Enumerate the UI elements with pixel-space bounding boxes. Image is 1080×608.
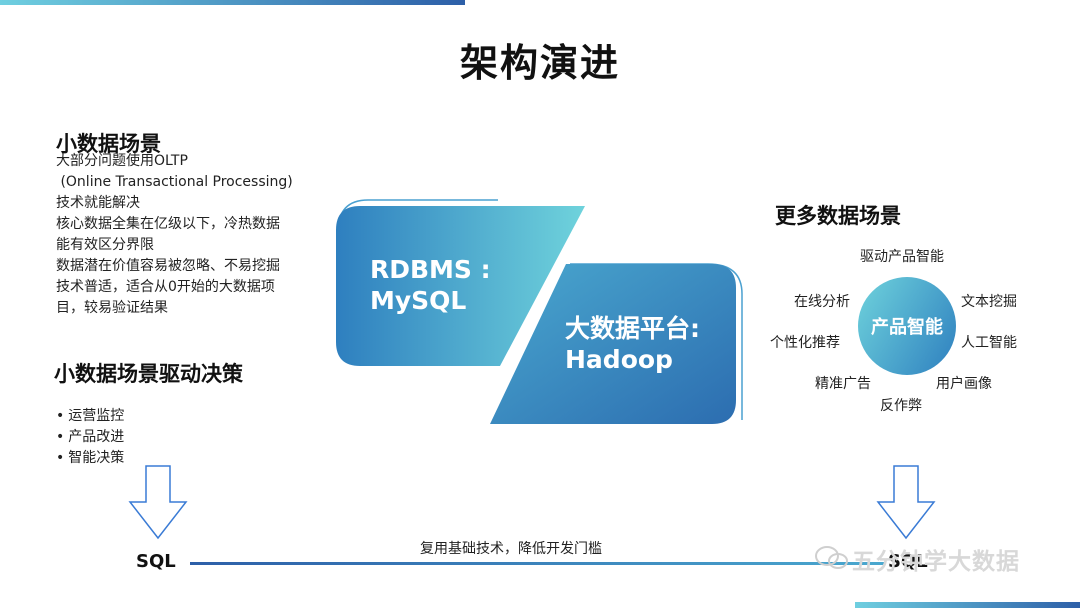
decision-bullet-list: 运营监控 产品改进 智能决策 [56,406,124,469]
keyword-personalized-recommendation: 个性化推荐 [770,335,840,351]
description-line: 核心数据全集在亿级以下，冷热数据 [56,216,280,232]
rdbms-label-line2: MySQL [370,286,467,315]
description-line: 大部分问题使用OLTP [56,153,188,169]
description-line: (Online Transactional Processing) [56,174,293,190]
hadoop-label: 大数据平台: Hadoop [565,313,700,375]
keyword-precise-ads: 精准广告 [815,376,871,392]
rdbms-label-line1: RDBMS : [370,255,491,284]
keyword-online-analysis: 在线分析 [794,294,850,310]
description-line: 目，较易验证结果 [56,300,168,316]
top-accent-bar [0,0,465,5]
hadoop-label-line2: Hadoop [565,345,673,374]
small-data-heading: 小数据场景 [56,132,161,156]
watermark-text: 五分钟学大数据 [852,549,1020,575]
right-down-arrow-icon [876,465,936,540]
sql-connector-line [190,562,885,565]
hadoop-shape [490,264,736,424]
description-line: 数据潜在价值容易被忽略、不易挖掘 [56,258,280,274]
left-down-arrow-icon [128,465,188,540]
rdbms-shape [336,206,585,366]
keyword-drive-product: 驱动产品智能 [860,249,944,265]
product-intelligence-label: 产品智能 [871,317,943,338]
more-scenarios-heading: 更多数据场景 [775,204,901,228]
sql-right-label: SQL [888,551,928,572]
keyword-user-profile: 用户画像 [936,376,992,392]
decision-heading: 小数据场景驱动决策 [54,362,243,386]
bottom-accent-bar [855,602,1080,608]
sql-left-label: SQL [136,551,176,572]
reuse-caption: 复用基础技术，降低开发门槛 [420,541,602,557]
bullet-item: 产品改进 [56,427,124,448]
keyword-ai: 人工智能 [961,335,1017,351]
keyword-text-mining: 文本挖掘 [961,294,1017,310]
description-line: 能有效区分界限 [56,237,154,253]
keyword-anti-fraud: 反作弊 [880,398,922,414]
description-line: 技术就能解决 [56,195,140,211]
description-line: 技术普适，适合从0开始的大数据项 [56,279,275,295]
rdbms-label: RDBMS : MySQL [370,254,491,316]
architecture-graphic [336,199,743,424]
bullet-item: 运营监控 [56,406,124,427]
bullet-item: 智能决策 [56,448,124,469]
page-title: 架构演进 [459,41,620,85]
hadoop-label-line1: 大数据平台: [565,314,700,343]
product-intelligence-circle [858,277,956,375]
small-data-description: 大部分问题使用OLTP (Online Transactional Proces… [56,151,301,319]
wechat-icon [815,546,848,569]
